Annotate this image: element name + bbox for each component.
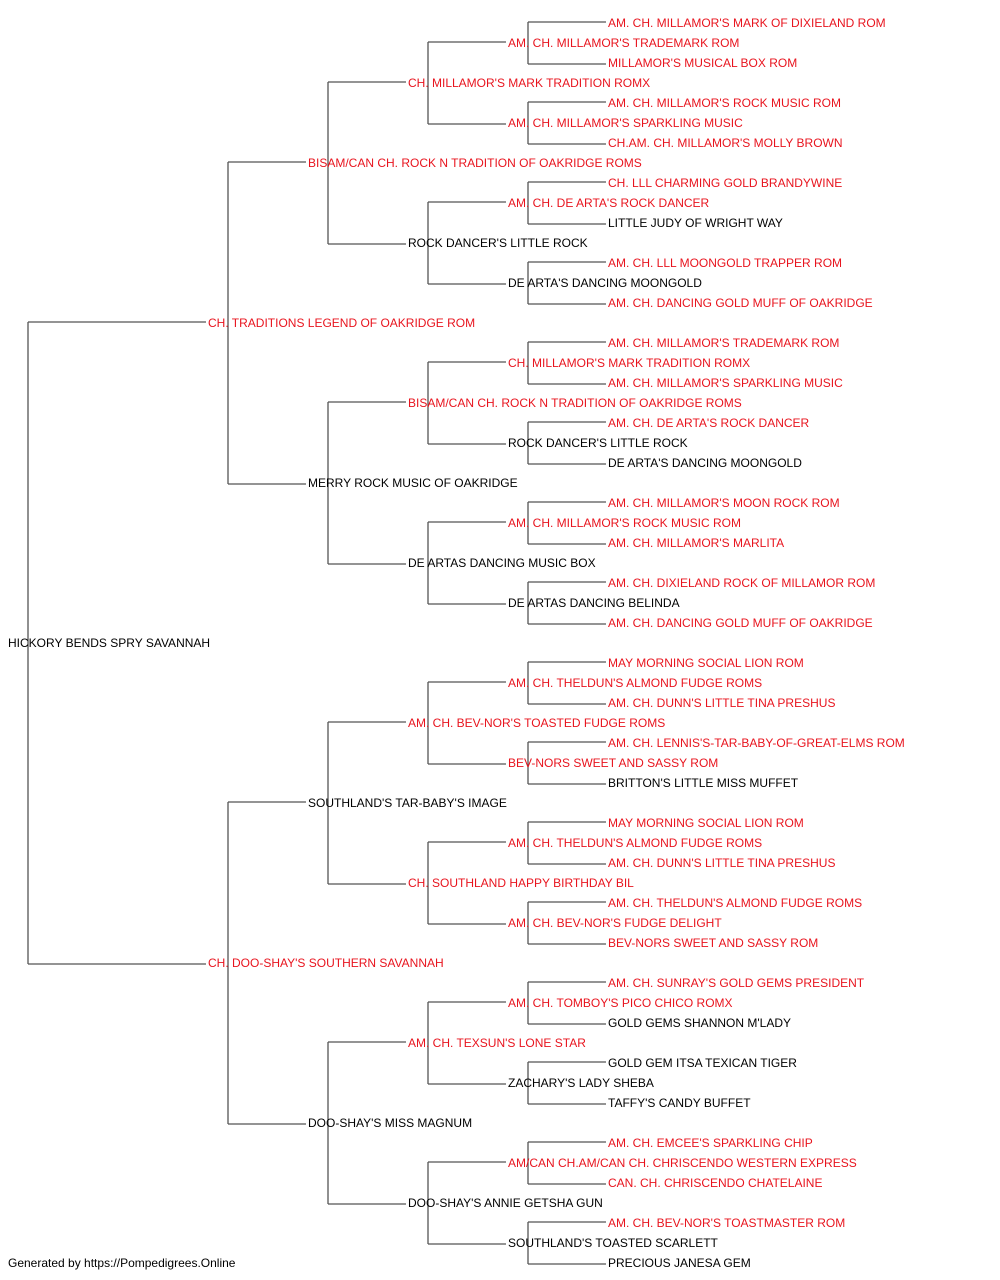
- gen4-ancestor-name: CH. MILLAMOR'S MARK TRADITION ROMX: [508, 356, 750, 370]
- great-grandparent-name: BISAM/CAN CH. ROCK N TRADITION OF OAKRID…: [408, 396, 742, 410]
- great-grandparent-name: AM. CH. TEXSUN'S LONE STAR: [408, 1036, 586, 1050]
- great-grandparent-name: CH. SOUTHLAND HAPPY BIRTHDAY BIL: [408, 876, 634, 890]
- gen5-ancestor-name: PRECIOUS JANESA GEM: [608, 1256, 751, 1270]
- gen5-ancestor-name: MAY MORNING SOCIAL LION ROM: [608, 816, 804, 830]
- gen5-ancestor-name: AM. CH. LENNIS'S-TAR-BABY-OF-GREAT-ELMS …: [608, 736, 905, 750]
- gen5-ancestor-name: GOLD GEM ITSA TEXICAN TIGER: [608, 1056, 797, 1070]
- gen5-ancestor-name: BEV-NORS SWEET AND SASSY ROM: [608, 936, 818, 950]
- gen4-ancestor-name: AM. CH. MILLAMOR'S TRADEMARK ROM: [508, 36, 739, 50]
- gen5-ancestor-name: AM. CH. MILLAMOR'S MARLITA: [608, 536, 784, 550]
- grandparent-name: SOUTHLAND'S TAR-BABY'S IMAGE: [308, 796, 507, 810]
- gen4-ancestor-name: AM. CH. MILLAMOR'S SPARKLING MUSIC: [508, 116, 743, 130]
- great-grandparent-name: ROCK DANCER'S LITTLE ROCK: [408, 236, 588, 250]
- great-grandparent-name: CH. MILLAMOR'S MARK TRADITION ROMX: [408, 76, 650, 90]
- gen5-ancestor-name: AM. CH. BEV-NOR'S TOASTMASTER ROM: [608, 1216, 845, 1230]
- gen5-ancestor-name: CAN. CH. CHRISCENDO CHATELAINE: [608, 1176, 822, 1190]
- great-grandparent-name: DOO-SHAY'S ANNIE GETSHA GUN: [408, 1196, 603, 1210]
- gen5-ancestor-name: AM. CH. DUNN'S LITTLE TINA PRESHUS: [608, 696, 835, 710]
- gen5-ancestor-name: MAY MORNING SOCIAL LION ROM: [608, 656, 804, 670]
- gen5-ancestor-name: DE ARTA'S DANCING MOONGOLD: [608, 456, 802, 470]
- great-grandparent-name: AM. CH. BEV-NOR'S TOASTED FUDGE ROMS: [408, 716, 665, 730]
- gen5-ancestor-name: AM. CH. MILLAMOR'S ROCK MUSIC ROM: [608, 96, 841, 110]
- gen5-ancestor-name: AM. CH. DE ARTA'S ROCK DANCER: [608, 416, 810, 430]
- gen4-ancestor-name: SOUTHLAND'S TOASTED SCARLETT: [508, 1236, 719, 1250]
- gen5-ancestor-name: TAFFY'S CANDY BUFFET: [608, 1096, 751, 1110]
- pedigree-connector-lines: [27, 21, 606, 1265]
- great-grandparent-name: DE ARTAS DANCING MUSIC BOX: [408, 556, 596, 570]
- gen5-ancestor-name: AM. CH. THELDUN'S ALMOND FUDGE ROMS: [608, 896, 862, 910]
- gen5-ancestor-name: AM. CH. DUNN'S LITTLE TINA PRESHUS: [608, 856, 835, 870]
- gen5-ancestor-name: AM. CH. DIXIELAND ROCK OF MILLAMOR ROM: [608, 576, 875, 590]
- grandparent-name: BISAM/CAN CH. ROCK N TRADITION OF OAKRID…: [308, 156, 642, 170]
- pedigree-name-labels: HICKORY BENDS SPRY SAVANNAH CH. TRADITION…: [8, 16, 905, 1270]
- grandparent-name: DOO-SHAY'S MISS MAGNUM: [308, 1116, 472, 1130]
- gen5-ancestor-name: CH. LLL CHARMING GOLD BRANDYWINE: [608, 176, 842, 190]
- gen4-ancestor-name: AM. CH. MILLAMOR'S ROCK MUSIC ROM: [508, 516, 741, 530]
- gen4-ancestor-name: DE ARTA'S DANCING MOONGOLD: [508, 276, 702, 290]
- gen4-ancestor-name: AM. CH. TOMBOY'S PICO CHICO ROMX: [508, 996, 733, 1010]
- gen4-ancestor-name: ROCK DANCER'S LITTLE ROCK: [508, 436, 688, 450]
- gen5-ancestor-name: AM. CH. MILLAMOR'S TRADEMARK ROM: [608, 336, 839, 350]
- gen5-ancestor-name: CH.AM. CH. MILLAMOR'S MOLLY BROWN: [608, 136, 843, 150]
- gen5-ancestor-name: GOLD GEMS SHANNON M'LADY: [608, 1016, 791, 1030]
- parent-name: CH. DOO-SHAY'S SOUTHERN SAVANNAH: [208, 956, 444, 970]
- gen4-ancestor-name: DE ARTAS DANCING BELINDA: [508, 596, 680, 610]
- gen4-ancestor-name: AM. CH. THELDUN'S ALMOND FUDGE ROMS: [508, 676, 762, 690]
- gen5-ancestor-name: AM. CH. MILLAMOR'S MOON ROCK ROM: [608, 496, 840, 510]
- subject-name: HICKORY BENDS SPRY SAVANNAH: [8, 636, 210, 650]
- gen5-ancestor-name: MILLAMOR'S MUSICAL BOX ROM: [608, 56, 797, 70]
- gen4-ancestor-name: BEV-NORS SWEET AND SASSY ROM: [508, 756, 718, 770]
- gen5-ancestor-name: AM. CH. EMCEE'S SPARKLING CHIP: [608, 1136, 813, 1150]
- gen4-ancestor-name: AM/CAN CH.AM/CAN CH. CHRISCENDO WESTERN …: [508, 1156, 857, 1170]
- gen4-ancestor-name: AM. CH. BEV-NOR'S FUDGE DELIGHT: [508, 916, 722, 930]
- generated-by-footer: Generated by https://Pompedigrees.Online: [8, 1256, 236, 1270]
- gen5-ancestor-name: AM. CH. DANCING GOLD MUFF OF OAKRIDGE: [608, 296, 873, 310]
- gen5-ancestor-name: AM. CH. DANCING GOLD MUFF OF OAKRIDGE: [608, 616, 873, 630]
- gen5-ancestor-name: BRITTON'S LITTLE MISS MUFFET: [608, 776, 799, 790]
- gen5-ancestor-name: AM. CH. MILLAMOR'S MARK OF DIXIELAND ROM: [608, 16, 886, 30]
- gen5-ancestor-name: AM. CH. LLL MOONGOLD TRAPPER ROM: [608, 256, 842, 270]
- parent-name: CH. TRADITIONS LEGEND OF OAKRIDGE ROM: [208, 316, 475, 330]
- gen5-ancestor-name: LITTLE JUDY OF WRIGHT WAY: [608, 216, 783, 230]
- gen5-ancestor-name: AM. CH. MILLAMOR'S SPARKLING MUSIC: [608, 376, 843, 390]
- grandparent-name: MERRY ROCK MUSIC OF OAKRIDGE: [308, 476, 518, 490]
- gen4-ancestor-name: AM. CH. DE ARTA'S ROCK DANCER: [508, 196, 710, 210]
- gen4-ancestor-name: ZACHARY'S LADY SHEBA: [508, 1076, 654, 1090]
- gen5-ancestor-name: AM. CH. SUNRAY'S GOLD GEMS PRESIDENT: [608, 976, 865, 990]
- gen4-ancestor-name: AM. CH. THELDUN'S ALMOND FUDGE ROMS: [508, 836, 762, 850]
